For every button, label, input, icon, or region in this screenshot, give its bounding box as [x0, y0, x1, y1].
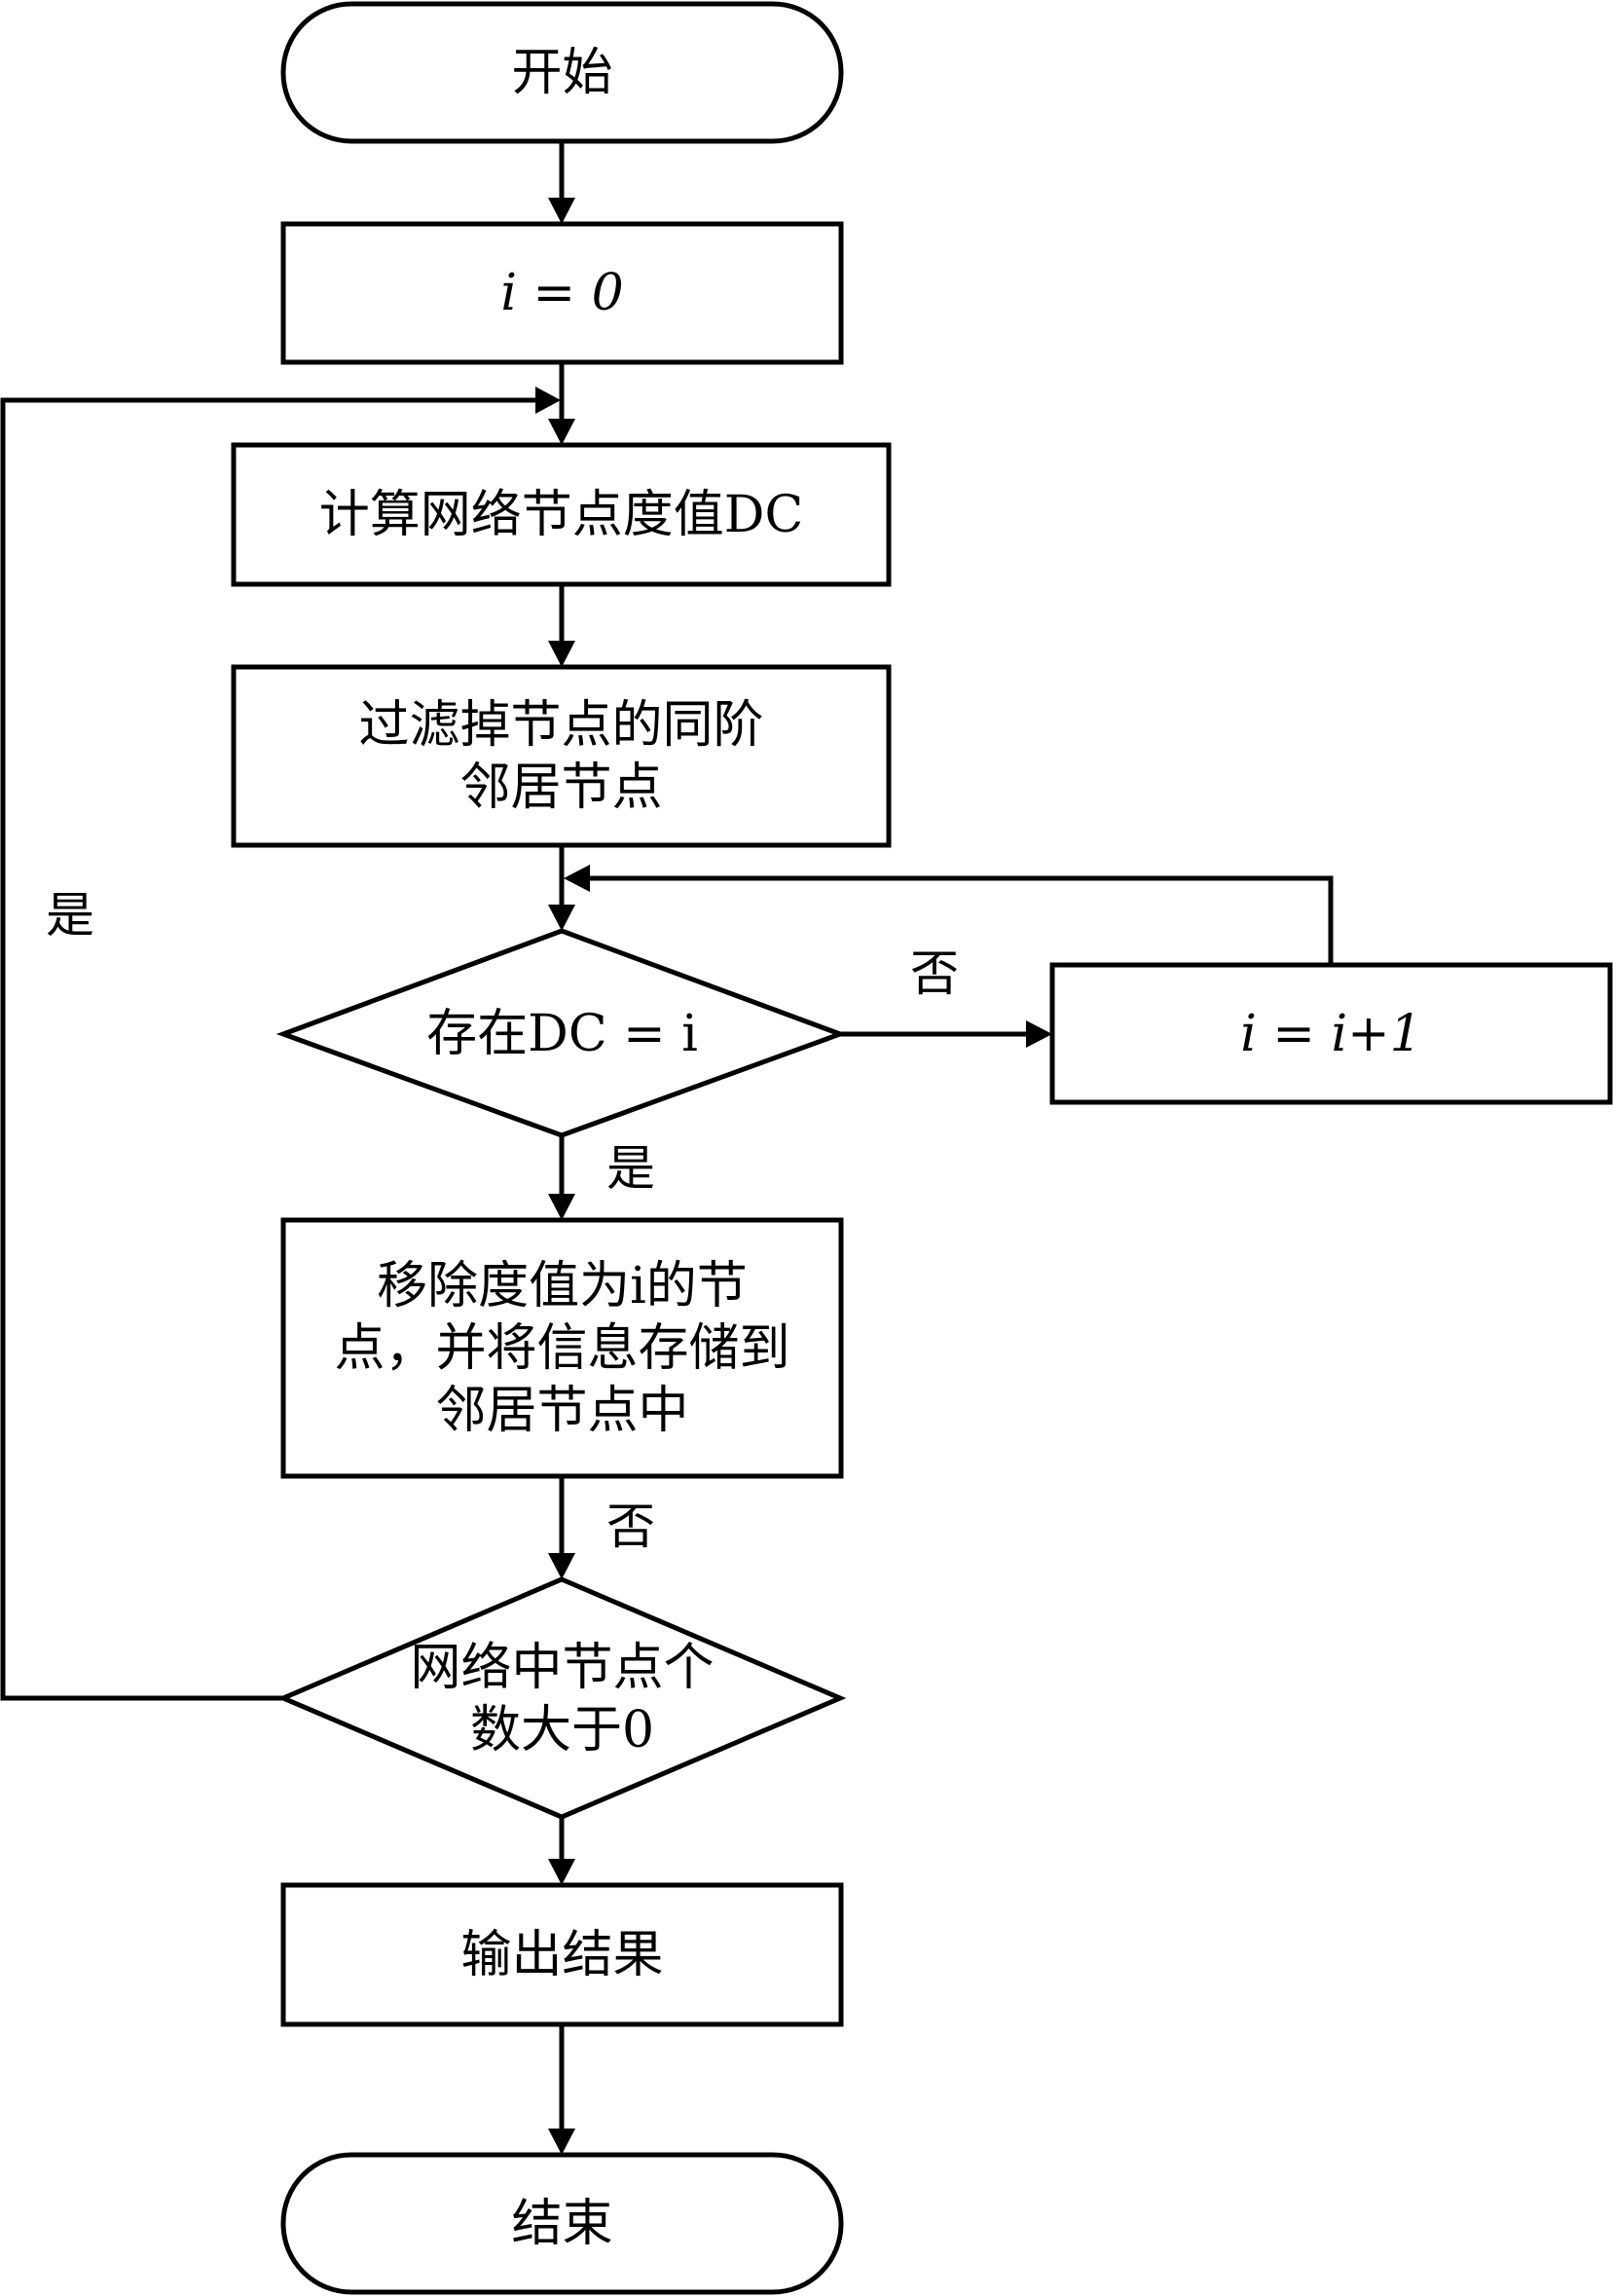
- arrowhead-icon: [548, 419, 575, 445]
- node-remove: [280, 1217, 844, 1479]
- node-filter: [231, 664, 892, 848]
- label-check-count: 网络中节点个 数大于0: [410, 1639, 715, 1759]
- node-compute-dc: [231, 442, 892, 587]
- arrowhead-icon: [548, 1194, 575, 1220]
- arrowhead-icon: [535, 387, 561, 414]
- label-end: 结束: [511, 2194, 613, 2253]
- arrowhead-icon: [548, 198, 575, 224]
- label-output: 输出结果: [460, 1925, 664, 1984]
- label-increment: i = i+1: [1240, 1004, 1422, 1063]
- arrowhead-icon: [548, 641, 575, 667]
- arrowhead-icon: [548, 905, 575, 931]
- edge-label-check-dc-no: 否: [910, 945, 959, 1002]
- edge-label-remove-no: 否: [606, 1499, 655, 1555]
- label-start: 开始: [511, 43, 613, 102]
- label-compute-dc: 计算网络节点度值DC: [318, 485, 804, 544]
- node-end: [280, 2152, 844, 2295]
- edge-label-loop-yes: 是: [46, 887, 94, 944]
- arrowhead-icon: [548, 1553, 575, 1579]
- arrowhead-icon: [548, 1859, 575, 1885]
- label-filter: 过滤掉节点的同阶 邻居节点: [358, 695, 764, 817]
- arrowhead-icon: [1026, 1020, 1052, 1048]
- node-init: [280, 221, 844, 365]
- edge-loop-yes: [0, 397, 537, 1701]
- label-init: i = 0: [500, 264, 624, 322]
- arrowhead-icon: [564, 865, 590, 892]
- label-check-dc: 存在DC = i: [426, 1005, 698, 1063]
- edge-increment-return: [588, 875, 1334, 965]
- label-remove: 移除度值为i的节 点，并将信息存储到 邻居节点中: [334, 1256, 790, 1440]
- arrowhead-icon: [548, 2129, 575, 2155]
- edge-label-check-dc-yes: 是: [606, 1140, 655, 1197]
